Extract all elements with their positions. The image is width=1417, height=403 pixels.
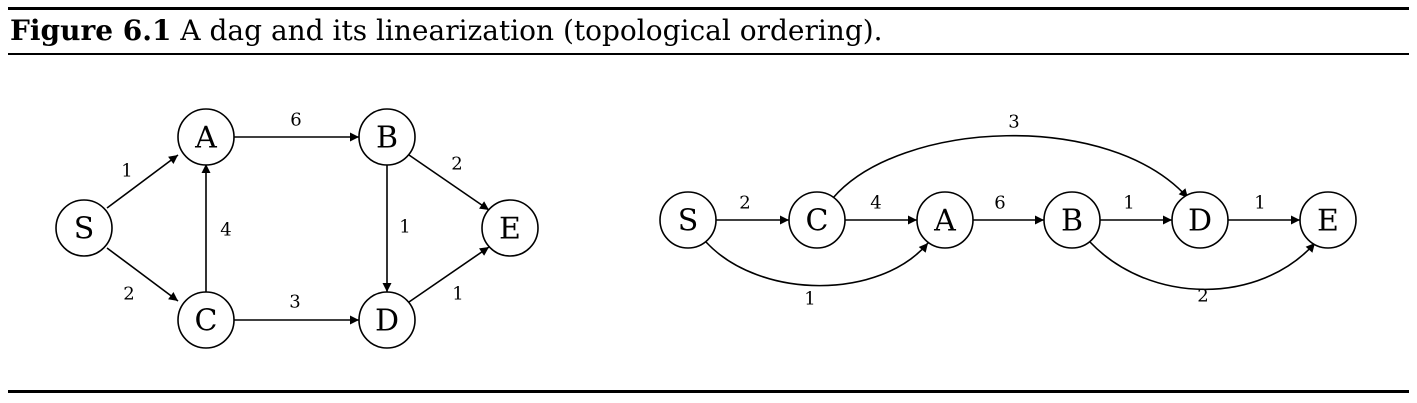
dag-node-s: S (55, 199, 113, 257)
dag-diagram: 1 2 4 6 3 1 2 1 (55, 108, 539, 349)
lin-edge-c-a: 4 (845, 193, 917, 225)
lin-edge-a-b-weight: 6 (994, 193, 1005, 214)
dag-edge-c-d-weight: 3 (289, 292, 300, 313)
dag-node-c-label: C (195, 304, 218, 339)
linearization-diagram: 2 4 6 1 1 3 1 2 (659, 112, 1357, 310)
dag-node-d: D (358, 291, 416, 349)
lin-node-e: E (1299, 191, 1357, 249)
dag-edge-c-a: 4 (201, 164, 232, 292)
figure-caption: Figure 6.1 A dag and its linearization (… (10, 12, 883, 50)
dag-edge-b-d: 1 (382, 165, 411, 292)
lin-edge-d-e: 1 (1228, 193, 1300, 225)
lin-node-d: D (1171, 191, 1229, 249)
dag-edge-b-e: 2 (408, 154, 490, 211)
dag-edge-s-a: 1 (106, 154, 179, 209)
lin-edge-b-d: 1 (1100, 193, 1172, 225)
dag-edge-s-c-weight: 2 (123, 284, 134, 305)
bottom-rule (8, 390, 1409, 393)
lin-edge-d-e-weight: 1 (1254, 193, 1265, 214)
lin-node-a: A (916, 191, 974, 249)
lin-node-b: B (1043, 191, 1101, 249)
lin-edge-s-a-weight: 1 (804, 289, 815, 310)
dag-node-b-label: B (376, 121, 398, 156)
dag-node-e: E (481, 199, 539, 257)
lin-node-a-label: A (933, 204, 956, 239)
dag-edge-c-d: 3 (234, 292, 359, 325)
dag-node-a-label: A (194, 121, 217, 156)
lin-node-s: S (659, 191, 717, 249)
dag-edge-b-d-weight: 1 (399, 217, 410, 238)
dag-edge-a-b: 6 (234, 110, 359, 142)
lin-node-e-label: E (1317, 204, 1339, 239)
dag-edge-s-c: 2 (106, 247, 179, 305)
lin-edge-b-e-weight: 2 (1197, 286, 1208, 307)
dag-edge-a-b-weight: 6 (290, 110, 301, 131)
lin-edge-s-a: 1 (705, 241, 929, 310)
dag-edge-s-a-weight: 1 (121, 161, 132, 182)
lin-node-d-label: D (1188, 204, 1212, 239)
lin-edge-c-d-weight: 3 (1008, 112, 1019, 133)
lin-edge-c-d: 3 (832, 112, 1189, 199)
lin-node-s-label: S (678, 204, 699, 239)
dag-edge-b-e-weight: 2 (451, 154, 462, 175)
figure-label: Figure 6.1 (10, 14, 172, 47)
lin-edge-s-c-weight: 2 (739, 193, 750, 214)
dag-node-c: C (177, 291, 235, 349)
lin-node-c: C (788, 191, 846, 249)
dag-node-b: B (358, 108, 416, 166)
dag-node-e-label: E (499, 212, 521, 247)
dag-edge-c-a-weight: 4 (220, 220, 231, 241)
caption-rule (8, 53, 1409, 55)
lin-node-c-label: C (806, 204, 829, 239)
lin-edge-s-c: 2 (716, 193, 789, 225)
dag-node-a: A (177, 108, 235, 166)
top-rule (8, 7, 1409, 10)
dag-edge-d-e: 1 (408, 246, 490, 305)
dag-edge-d-e-weight: 1 (452, 284, 463, 305)
lin-node-b-label: B (1061, 204, 1083, 239)
lin-edge-b-d-weight: 1 (1123, 193, 1134, 214)
dag-node-s-label: S (74, 212, 95, 247)
lin-edge-a-b: 6 (973, 193, 1044, 225)
dag-node-d-label: D (375, 304, 399, 339)
figure-caption-text: A dag and its linearization (topological… (180, 14, 883, 47)
lin-edge-c-a-weight: 4 (870, 193, 881, 214)
lin-edge-b-e: 2 (1089, 241, 1316, 307)
